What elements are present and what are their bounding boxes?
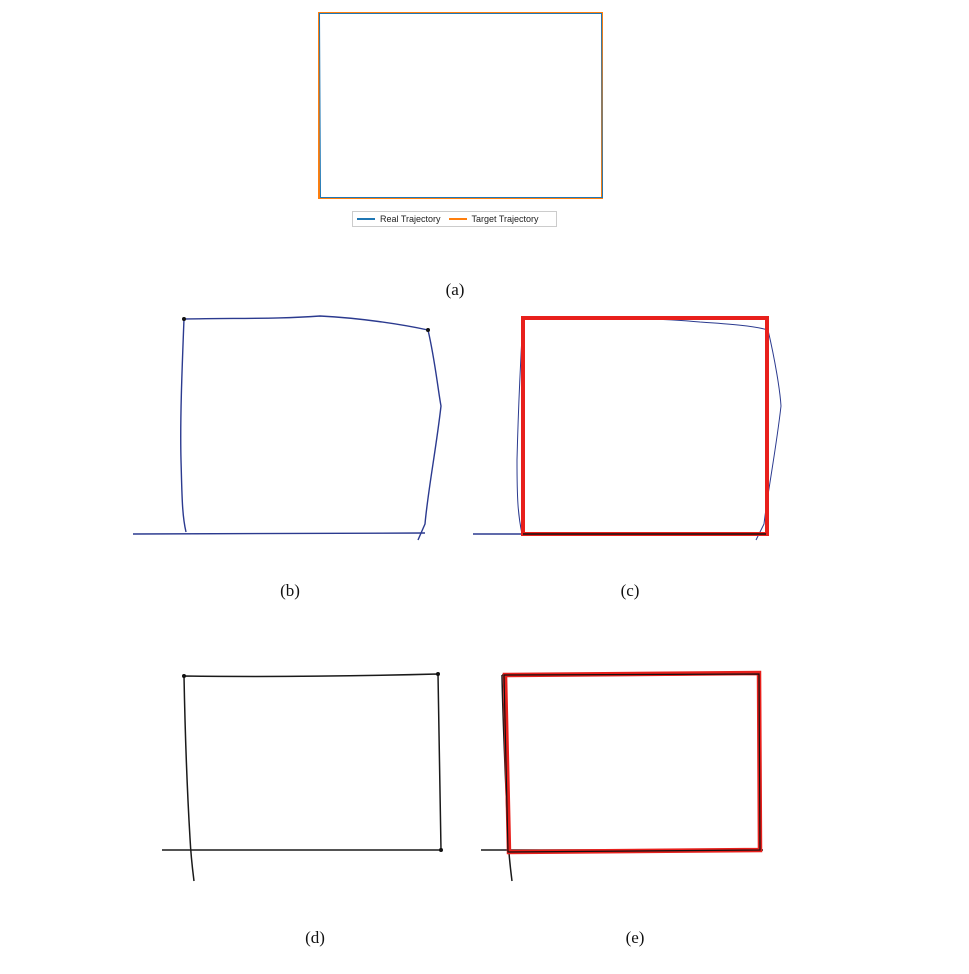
legend-item-real: Real Trajectory xyxy=(357,214,441,224)
corner-dot-b2 xyxy=(426,328,430,332)
trajectory-plot xyxy=(318,12,604,199)
hand-drawn-rectangle-d xyxy=(183,673,442,882)
black-rectangle-edge-e xyxy=(503,673,761,853)
corner-dot-d1 xyxy=(182,674,186,678)
caption-e: (e) xyxy=(625,928,645,947)
baseline-b xyxy=(132,532,426,535)
corner-dot-b1 xyxy=(182,317,186,321)
drawing-b xyxy=(132,315,442,541)
real-trajectory-swatch xyxy=(357,218,375,220)
target-trajectory-swatch xyxy=(448,218,467,220)
target-trajectory-line xyxy=(318,12,603,199)
drawing-e xyxy=(481,670,763,882)
legend-label-real: Real Trajectory xyxy=(380,214,441,224)
real-trajectory-line xyxy=(318,13,604,198)
legend-label-target: Target Trajectory xyxy=(471,214,539,224)
red-overlay-rectangle-e xyxy=(502,670,763,855)
caption-d: (d) xyxy=(305,928,325,947)
plot-legend: Real Trajectory Target Trajectory xyxy=(352,211,557,227)
hand-drawn-square-b xyxy=(180,315,442,541)
caption-c: (c) xyxy=(620,581,640,600)
red-overlay-square-c xyxy=(521,316,769,536)
caption-b: (b) xyxy=(280,581,300,600)
drawing-d xyxy=(162,672,443,882)
hand-drawn-square-c xyxy=(516,317,782,541)
legend-item-target: Target Trajectory xyxy=(448,214,539,224)
corner-dot-d2 xyxy=(436,672,440,676)
caption-a: (a) xyxy=(445,280,465,299)
corner-dot-d3 xyxy=(439,848,443,852)
drawing-c xyxy=(473,316,782,541)
